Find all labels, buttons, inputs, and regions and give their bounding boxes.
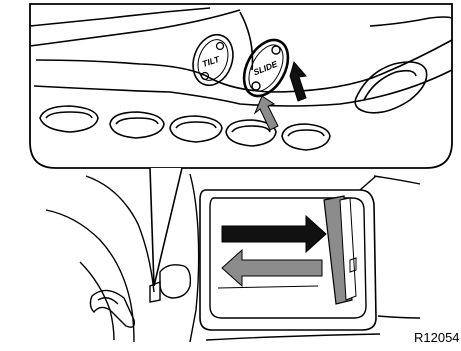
overhead-console-closeup	[30, 4, 452, 168]
tilt-label: TILT	[201, 54, 221, 69]
lower-vent-row	[40, 106, 330, 150]
press-arrow-rear	[290, 62, 306, 101]
close-direction-arrow	[222, 250, 322, 286]
reference-code: R12054	[414, 330, 460, 345]
callout-pointer	[150, 168, 182, 286]
press-arrow-front	[255, 96, 278, 130]
slide-label: SLIDE	[252, 59, 279, 78]
open-direction-arrow	[222, 216, 326, 252]
